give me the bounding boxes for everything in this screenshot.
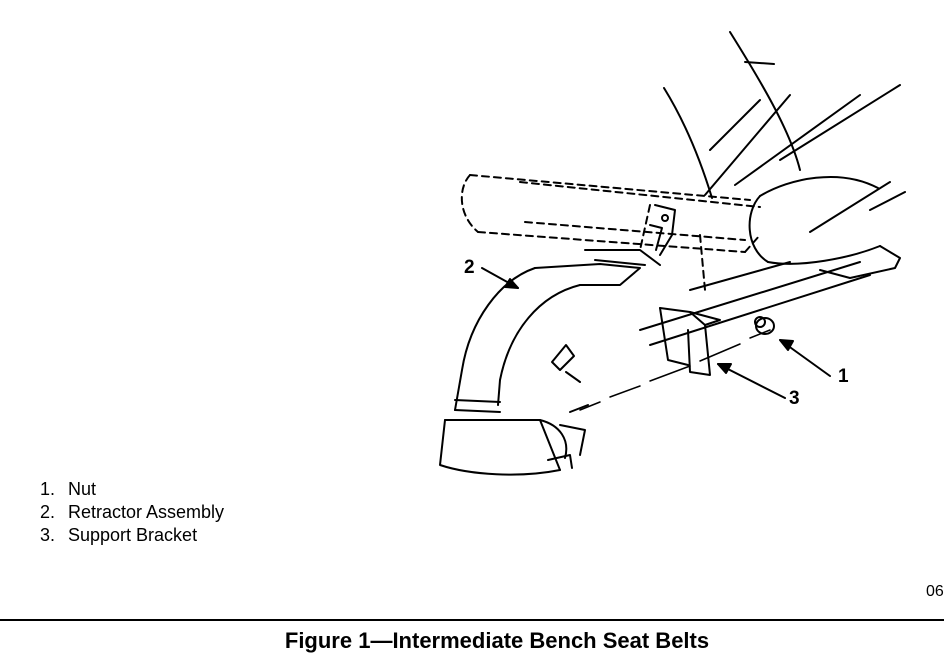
webbing-guide — [649, 204, 676, 256]
legend-item-support-bracket: 3. Support Bracket — [40, 524, 224, 547]
seat-cushion — [748, 176, 906, 279]
fastener-centerline — [579, 329, 771, 411]
legend-item-nut: 1. Nut — [40, 478, 224, 501]
callout-1: 1 — [838, 366, 849, 387]
support-bracket — [659, 307, 721, 376]
fastener-hardware — [551, 316, 775, 413]
legend-label: Support Bracket — [68, 525, 198, 545]
legend-number: 3. — [40, 525, 56, 545]
parts-legend: 1. Nut 2. Retractor Assembly 3. Support Bra… — [40, 478, 224, 547]
seat-frame — [460, 174, 761, 291]
seat-back — [663, 31, 901, 199]
figure-caption: Figure 1—Intermediate Bench Seat Belts — [284, 628, 710, 653]
legend-number: 2. — [40, 502, 56, 522]
legend-item-retractor-assembly: 2. Retractor Assembly — [40, 501, 224, 524]
caption-divider — [0, 619, 944, 621]
retractor-assembly — [439, 249, 661, 476]
leader-arrows — [481, 267, 831, 399]
figure-code: 06 — [926, 583, 944, 600]
callout-2: 2 — [464, 257, 475, 278]
legend-label: Nut — [68, 479, 97, 499]
legend-label: Retractor Assembly — [68, 502, 225, 522]
seat-belt-retractor-illustration — [439, 31, 906, 476]
floor-rail — [639, 261, 871, 346]
callout-3: 3 — [789, 388, 800, 409]
legend-number: 1. — [40, 479, 56, 499]
